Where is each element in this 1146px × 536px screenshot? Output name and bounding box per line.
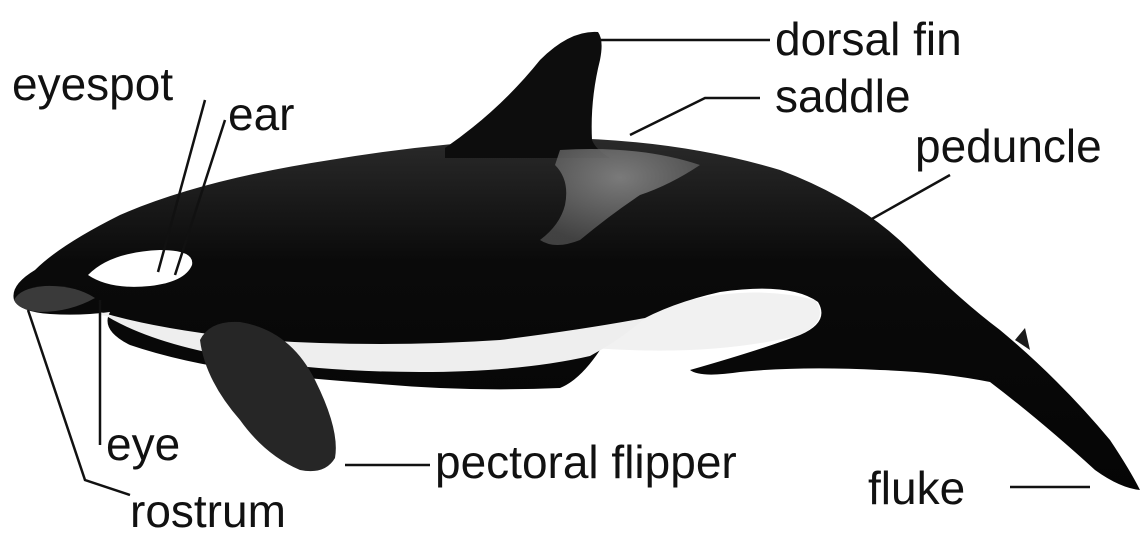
label-saddle: saddle [775,70,911,122]
leader-peduncle [870,175,950,220]
label-dorsal-fin: dorsal fin [775,13,962,65]
label-pectoral-flipper: pectoral flipper [435,436,737,488]
dorsal-fin [445,32,610,158]
label-fluke: fluke [868,462,965,514]
label-peduncle: peduncle [915,120,1102,172]
label-eye: eye [106,418,180,470]
leader-saddle [630,98,760,135]
label-rostrum: rostrum [130,485,286,536]
orca-illustration [13,32,1140,490]
label-eyespot: eyespot [12,58,173,110]
label-ear: ear [228,88,294,140]
